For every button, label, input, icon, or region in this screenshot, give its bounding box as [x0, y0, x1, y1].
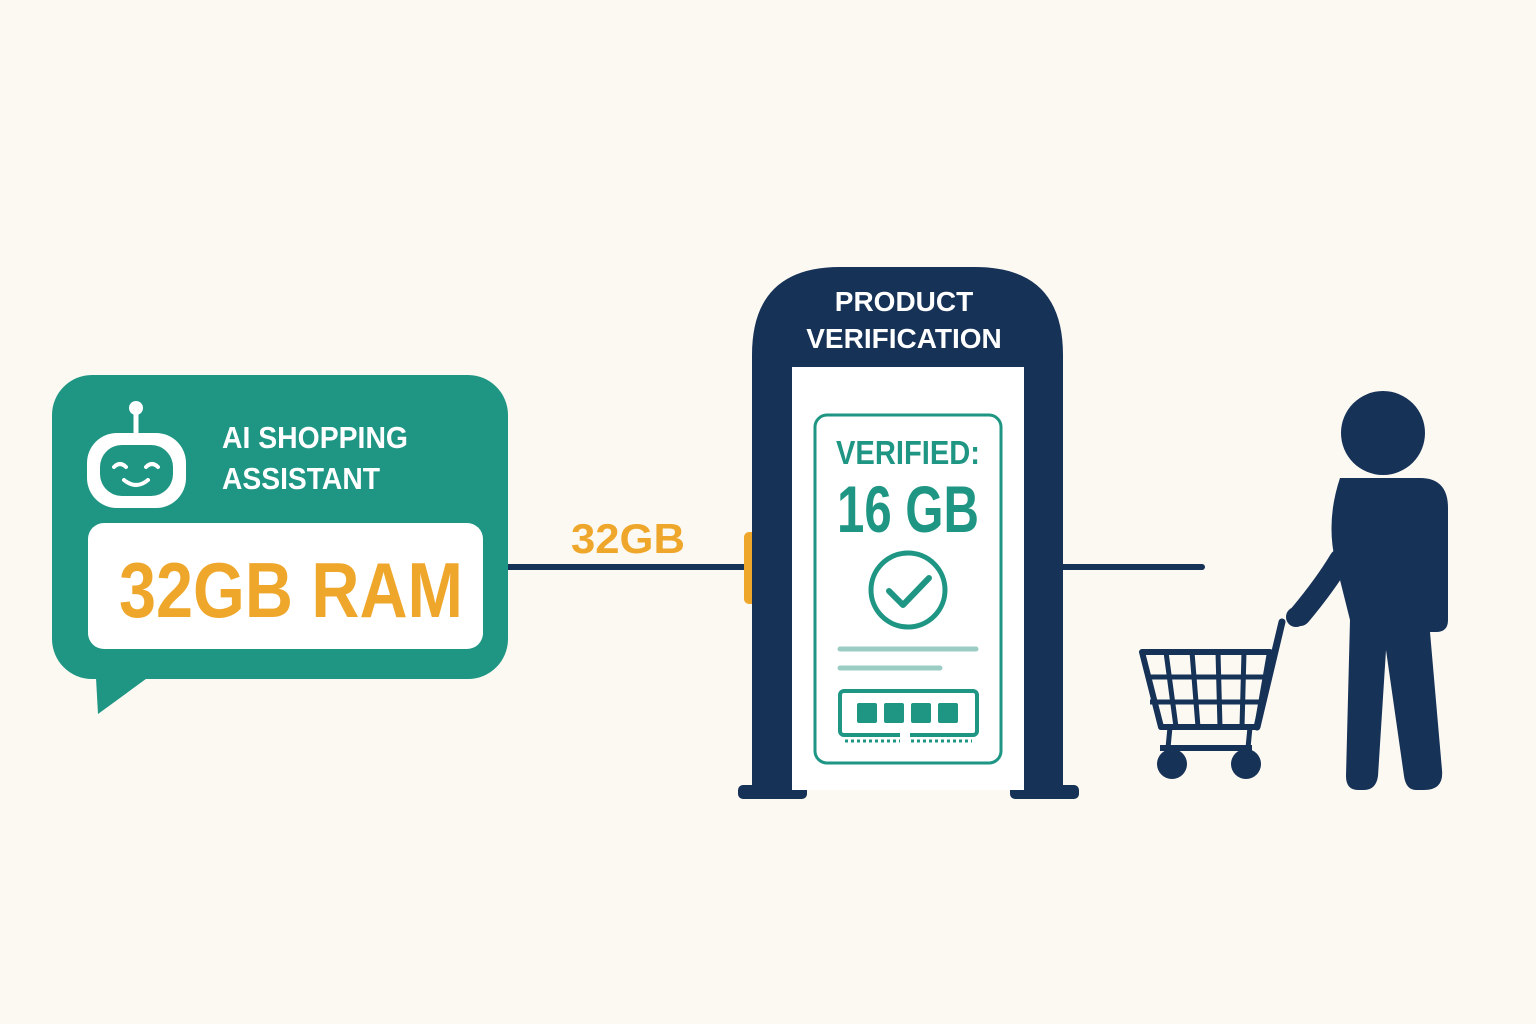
gate-title-line2: VERIFICATION [806, 323, 1001, 354]
claim-connector: 32GB [508, 515, 760, 604]
robot-icon [87, 401, 186, 508]
person-icon [1286, 391, 1448, 790]
assistant-bubble: AI SHOPPING ASSISTANT 32GB RAM [52, 375, 508, 714]
connector-label: 32GB [571, 515, 685, 562]
shopping-cart-icon [1139, 618, 1286, 779]
gate-foot-right [1010, 785, 1079, 799]
verified-label: VERIFIED: [836, 434, 980, 471]
check-circle-icon [868, 550, 948, 630]
assistant-title-line1: AI SHOPPING [222, 420, 408, 455]
gate-title-line1: PRODUCT [835, 286, 973, 317]
ram-module-icon [838, 689, 979, 743]
claim-value: 32GB RAM [119, 546, 463, 634]
gate-foot-left [738, 785, 807, 799]
verification-gate: PRODUCT VERIFICATION VERIFIED: 16 GB [738, 267, 1079, 799]
claim-box [88, 523, 483, 649]
verification-card: VERIFIED: 16 GB [813, 413, 1003, 765]
assistant-title-line2: ASSISTANT [222, 461, 380, 496]
verified-value: 16 GB [837, 472, 979, 546]
